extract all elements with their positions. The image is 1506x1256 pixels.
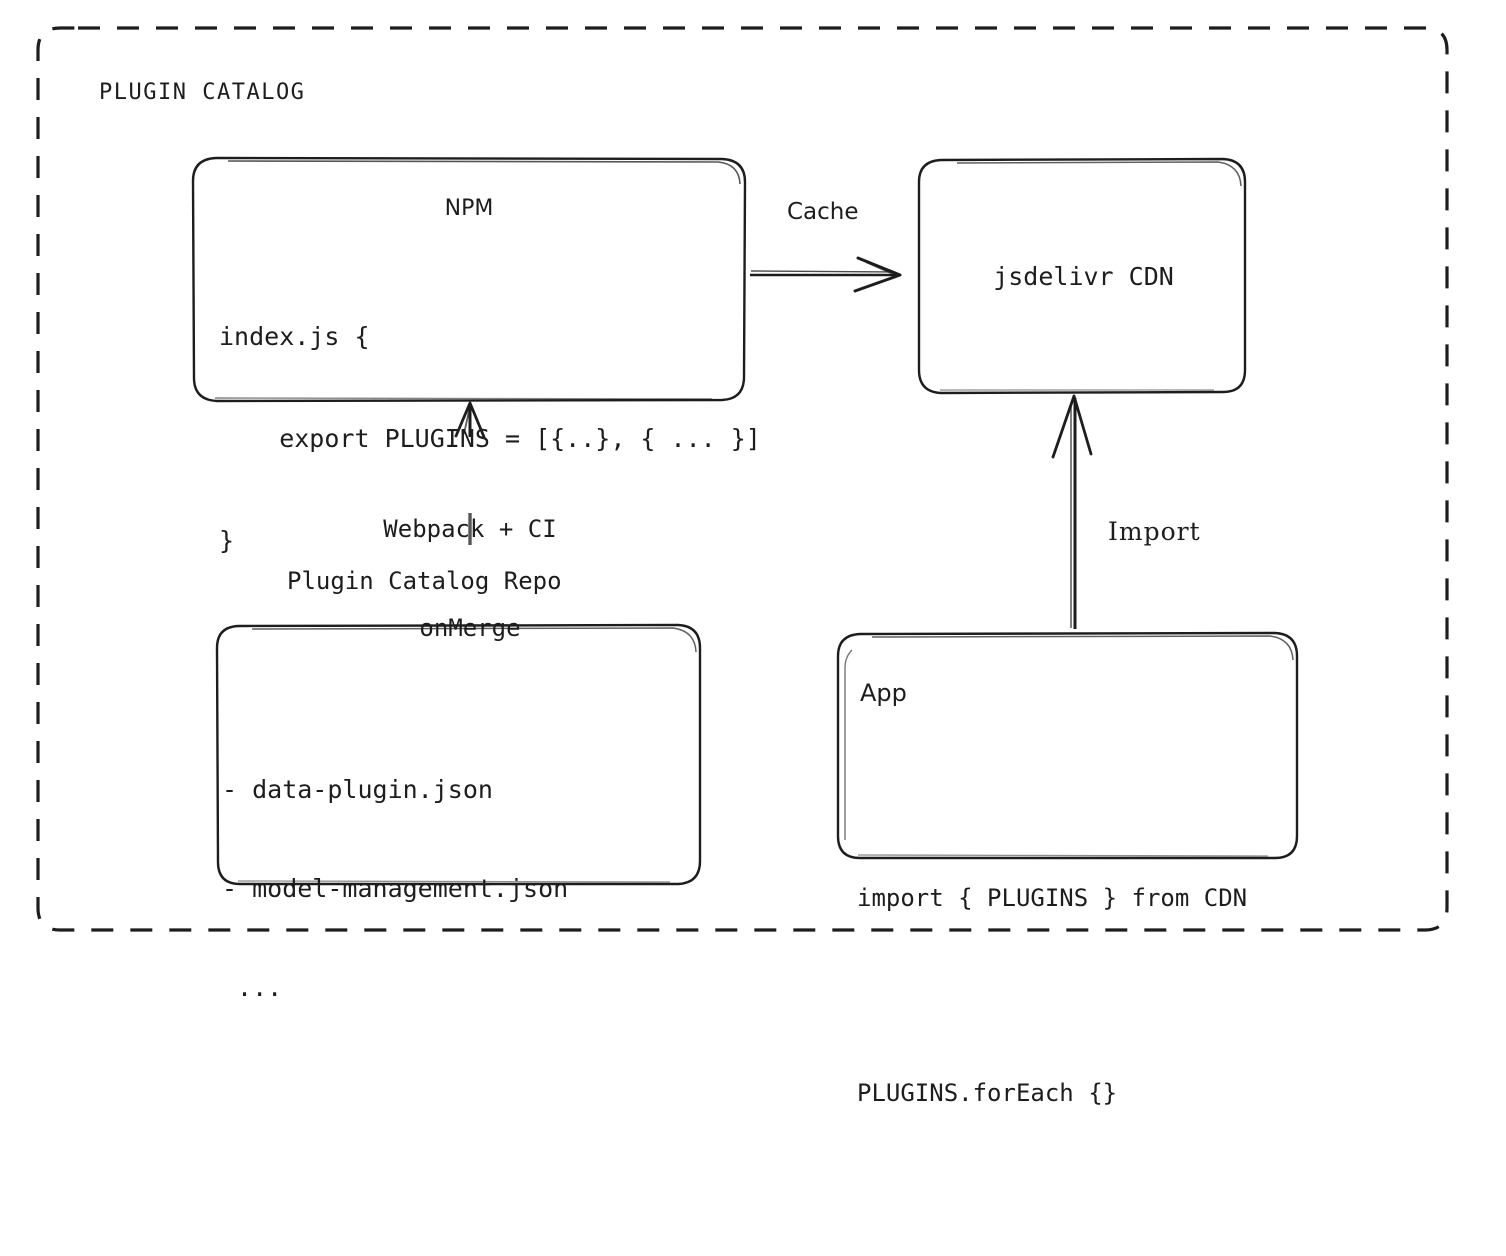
repo-caption: Plugin Catalog Repo [287,567,562,595]
import-edge-label: Import [1108,517,1201,546]
webpack-edge-label: Webpack + CI onMerge [372,447,568,711]
import-arrow [1051,394,1093,629]
repo-file-list: - data-plugin.json - model-management.js… [222,707,568,1070]
app-code-line-1: import { PLUGINS } from CDN [857,884,1248,912]
group-title: PLUGIN CATALOG [99,80,306,105]
cache-arrow [750,256,902,293]
app-node-title: App [860,679,907,707]
npm-code-line-2: export PLUGINS = [{..}, { ... }] [219,424,761,453]
webpack-edge-label-line-2: onMerge [419,614,521,642]
cache-edge-label: Cache [787,199,859,225]
repo-list-item-2: - model-management.json [222,874,569,903]
npm-code-block: index.js { export PLUGINS = [{..}, { ...… [219,252,761,626]
app-code-block: import { PLUGINS } from CDN PLUGINS.forE… [857,736,1247,1256]
npm-code-line-1: index.js { [219,322,370,351]
repo-list-item-3: ... [222,973,283,1002]
webpack-edge-label-line-1: Webpack + CI [383,515,557,543]
npm-node-title: NPM [444,196,494,221]
cdn-node-title: jsdelivr CDN [993,262,1174,291]
app-code-line-2: PLUGINS.forEach {} [857,1079,1118,1107]
repo-list-item-1: - data-plugin.json [222,775,493,804]
diagram-canvas: PLUGIN CATALOG NPM index.js { export PLU… [36,26,1449,1107]
npm-code-line-3: } [219,526,235,555]
